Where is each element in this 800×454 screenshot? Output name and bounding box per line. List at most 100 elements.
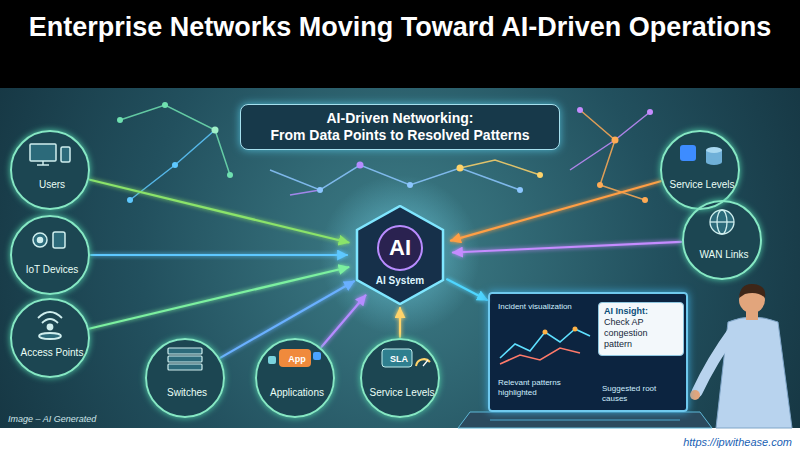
engineer-figure	[739, 284, 765, 298]
screen-chart	[500, 327, 590, 365]
users-icon	[30, 144, 70, 165]
source-url: https://ipwithease.com	[683, 436, 792, 449]
data-flow-line	[399, 308, 401, 337]
iot-icon	[33, 232, 65, 248]
console-desk	[458, 412, 712, 428]
wan-icon	[710, 221, 734, 222]
users-icon	[30, 144, 56, 161]
iot-icon	[33, 233, 47, 247]
users-icon	[61, 147, 70, 162]
circle-fill	[10, 298, 90, 378]
screen-text: Suggested root causes	[602, 384, 682, 404]
background	[0, 88, 800, 428]
mesh-dot	[577, 107, 583, 113]
application-icon	[268, 349, 321, 367]
node-label: Service Levels	[362, 387, 442, 399]
monitor-screen-fill	[488, 292, 688, 412]
node-label: WAN Links	[684, 249, 764, 261]
application-icon	[268, 356, 276, 364]
watermark-note: Image – AI Generated	[8, 414, 96, 425]
data-flow-line	[447, 279, 487, 300]
mesh-dot	[647, 109, 653, 115]
mesh-dot	[227, 172, 233, 178]
sla-icon	[382, 349, 430, 367]
mesh-dot	[117, 117, 123, 123]
mesh-dot	[642, 197, 648, 203]
node-label: Applications	[257, 387, 337, 399]
circle-fill	[10, 215, 90, 295]
callout-heading: AI Insight:	[604, 306, 678, 317]
mesh-dot	[127, 197, 133, 203]
console-desk	[490, 420, 680, 421]
access-point-icon	[42, 319, 58, 323]
node-label: AI System	[360, 275, 440, 287]
engineer-figure	[690, 284, 792, 428]
iot-icon	[53, 232, 65, 248]
switch-icon	[168, 356, 202, 362]
callout-text: Check AP congestion pattern	[604, 317, 678, 350]
ai-hexagon: AI AI System	[350, 205, 450, 305]
mesh-dot	[612, 137, 619, 144]
header-heading: AI-Driven Networking:	[251, 110, 549, 127]
source-circle: IoT Devices	[10, 215, 90, 295]
monitor-screen: Incident visualizationRelevant patterns …	[488, 292, 688, 412]
circle-fill	[255, 338, 335, 418]
source-circle: Switches	[145, 338, 225, 418]
page-title: Enterprise Networks Moving Toward AI-Dri…	[20, 10, 780, 44]
source-circle: WAN Links	[682, 200, 762, 280]
screen-chart	[573, 327, 578, 332]
access-point-icon	[48, 325, 53, 330]
mesh-dot	[407, 182, 413, 188]
access-point-icon	[39, 333, 61, 339]
console-desk	[458, 412, 712, 428]
mesh-dot	[457, 165, 464, 172]
data-flow-line	[453, 242, 681, 253]
users-icon	[37, 164, 49, 166]
circle-fill	[682, 200, 762, 280]
service-level-icon	[706, 147, 722, 153]
data-flow-line	[221, 281, 354, 357]
mesh-dot	[212, 127, 219, 134]
access-point-icon	[38, 312, 62, 318]
engineer-figure	[697, 330, 734, 392]
mesh-dot	[172, 162, 178, 168]
service-level-icon	[706, 159, 722, 165]
network-mesh	[120, 105, 650, 200]
monitor-screen-fill	[488, 292, 688, 412]
access-point-icon	[38, 312, 62, 339]
footer-strip	[0, 428, 800, 454]
sla-icon	[423, 360, 428, 366]
circle-fill	[360, 338, 440, 418]
icon-text: SLA	[384, 354, 414, 365]
data-flow-line	[90, 267, 349, 328]
network-mesh	[120, 105, 230, 175]
screen-chart	[500, 348, 580, 364]
network-mesh	[460, 160, 540, 175]
source-circle: Service Levels	[660, 130, 740, 210]
node-label: Access Points	[12, 347, 92, 359]
header-subtitle: From Data Points to Resolved Patterns	[251, 127, 549, 144]
mesh-dot	[317, 187, 323, 193]
circle-fill	[660, 130, 740, 210]
source-circle: Access Points	[10, 298, 90, 378]
engineer-figure	[690, 390, 700, 400]
switch-icon	[168, 348, 202, 370]
service-level-icon	[680, 145, 696, 161]
hexagon-shape	[357, 206, 443, 304]
node-label: Users	[12, 179, 92, 191]
wan-icon	[710, 210, 734, 234]
source-circle: AppApplications	[255, 338, 335, 418]
switch-icon	[168, 364, 202, 370]
iot-icon	[38, 238, 43, 243]
circle-fill	[10, 130, 90, 210]
source-circle: SLA Service Levels	[360, 338, 440, 418]
mesh-dot	[162, 102, 168, 108]
title-bar	[0, 0, 800, 88]
ai-mark: AI	[370, 236, 430, 260]
screen-chart	[500, 329, 590, 358]
sla-icon	[416, 359, 430, 366]
network-mesh	[270, 165, 520, 190]
mesh-dot	[357, 162, 364, 169]
circle-fill	[145, 338, 225, 418]
